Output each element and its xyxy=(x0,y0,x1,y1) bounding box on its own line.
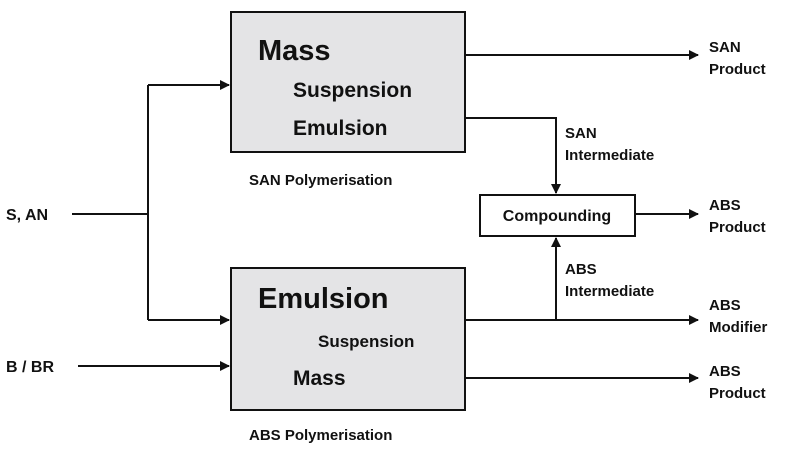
san-method-suspension: Suspension xyxy=(293,79,412,102)
abs-method-mass: Mass xyxy=(293,367,346,390)
san-polymerisation-caption: SAN Polymerisation xyxy=(249,172,392,189)
input-b-br-label: B / BR xyxy=(6,359,54,376)
san-method-emulsion: Emulsion xyxy=(293,117,388,140)
abs-intermediate-line2: Intermediate xyxy=(565,283,654,300)
san-method-mass: Mass xyxy=(258,35,331,67)
output-abs-product-compounded-line2: Product xyxy=(709,219,766,236)
san-polymerisation-box xyxy=(230,11,466,153)
abs-intermediate-line1: ABS xyxy=(565,261,597,278)
output-san-product-line2: Product xyxy=(709,61,766,78)
output-abs-modifier-line1: ABS xyxy=(709,297,741,314)
abs-polymerisation-box xyxy=(230,267,466,411)
output-abs-product-direct-line2: Product xyxy=(709,385,766,402)
compounding-label: Compounding xyxy=(503,208,611,225)
output-abs-product-compounded-line1: ABS xyxy=(709,197,741,214)
output-abs-modifier-line2: Modifier xyxy=(709,319,767,336)
san-intermediate-line2: Intermediate xyxy=(565,147,654,164)
output-san-product-line1: SAN xyxy=(709,39,741,56)
abs-method-emulsion: Emulsion xyxy=(258,283,389,315)
abs-method-suspension: Suspension xyxy=(318,332,414,351)
arrow-san-intermediate xyxy=(465,117,561,194)
san-intermediate-line1: SAN xyxy=(565,125,597,142)
compounding-box xyxy=(479,194,636,237)
output-abs-product-direct-line1: ABS xyxy=(709,363,741,380)
abs-polymerisation-caption: ABS Polymerisation xyxy=(249,427,392,444)
input-s-an-label: S, AN xyxy=(6,207,48,224)
